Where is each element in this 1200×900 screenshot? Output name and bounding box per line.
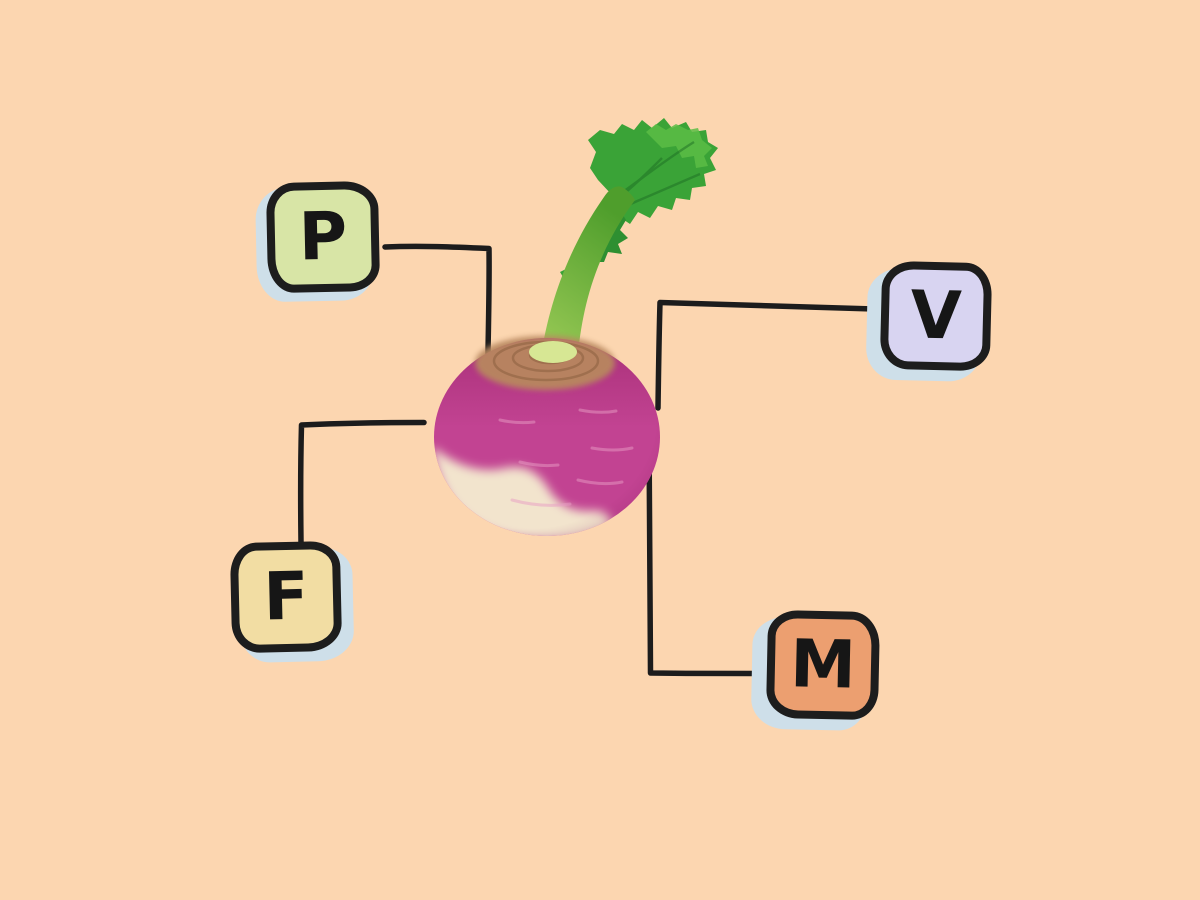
node-p-label: P <box>298 197 348 276</box>
connector-f-line <box>297 419 427 545</box>
turnip-crown <box>475 336 615 390</box>
node-f: F <box>229 540 343 654</box>
turnip-stem <box>541 186 635 358</box>
node-p: P <box>265 180 381 294</box>
turnip-illustration <box>434 118 718 536</box>
node-v-label: V <box>909 276 963 355</box>
connector-lines <box>297 243 877 677</box>
node-v: V <box>879 260 993 372</box>
connector-p-line <box>382 243 492 357</box>
node-m: M <box>765 609 881 721</box>
connector-m-line <box>646 429 760 677</box>
connector-v-line <box>655 299 877 411</box>
node-f-label: F <box>262 557 310 636</box>
turnip-bulb <box>434 336 660 536</box>
node-m-label: M <box>789 625 857 704</box>
